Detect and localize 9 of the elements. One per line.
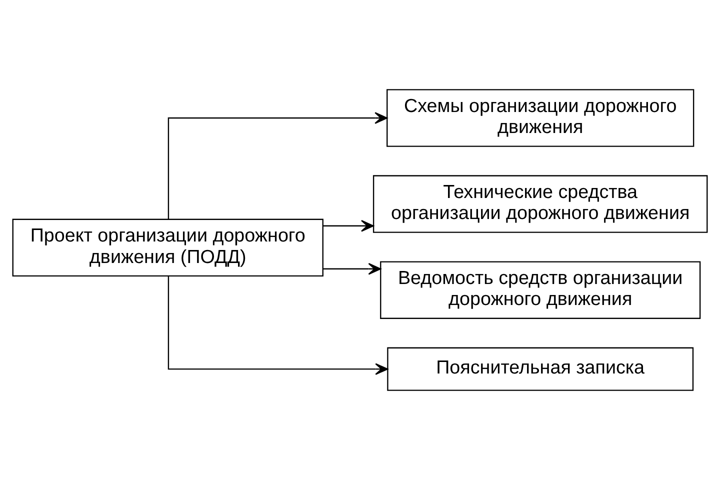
arrow: [323, 220, 374, 232]
arrow: [168, 112, 388, 220]
node-box: Проект организации дорожного движения (ПОДД): [12, 218, 324, 277]
arrow: [168, 276, 388, 375]
node-box: Ведомость средств организации дорожного движения: [380, 261, 701, 319]
node-box: Схемы организации дорожного движения: [386, 89, 694, 147]
arrow: [323, 262, 382, 275]
node-box: Технические средства организации дорожного движения: [372, 175, 708, 233]
node-box: Пояснительная записка: [387, 347, 694, 391]
